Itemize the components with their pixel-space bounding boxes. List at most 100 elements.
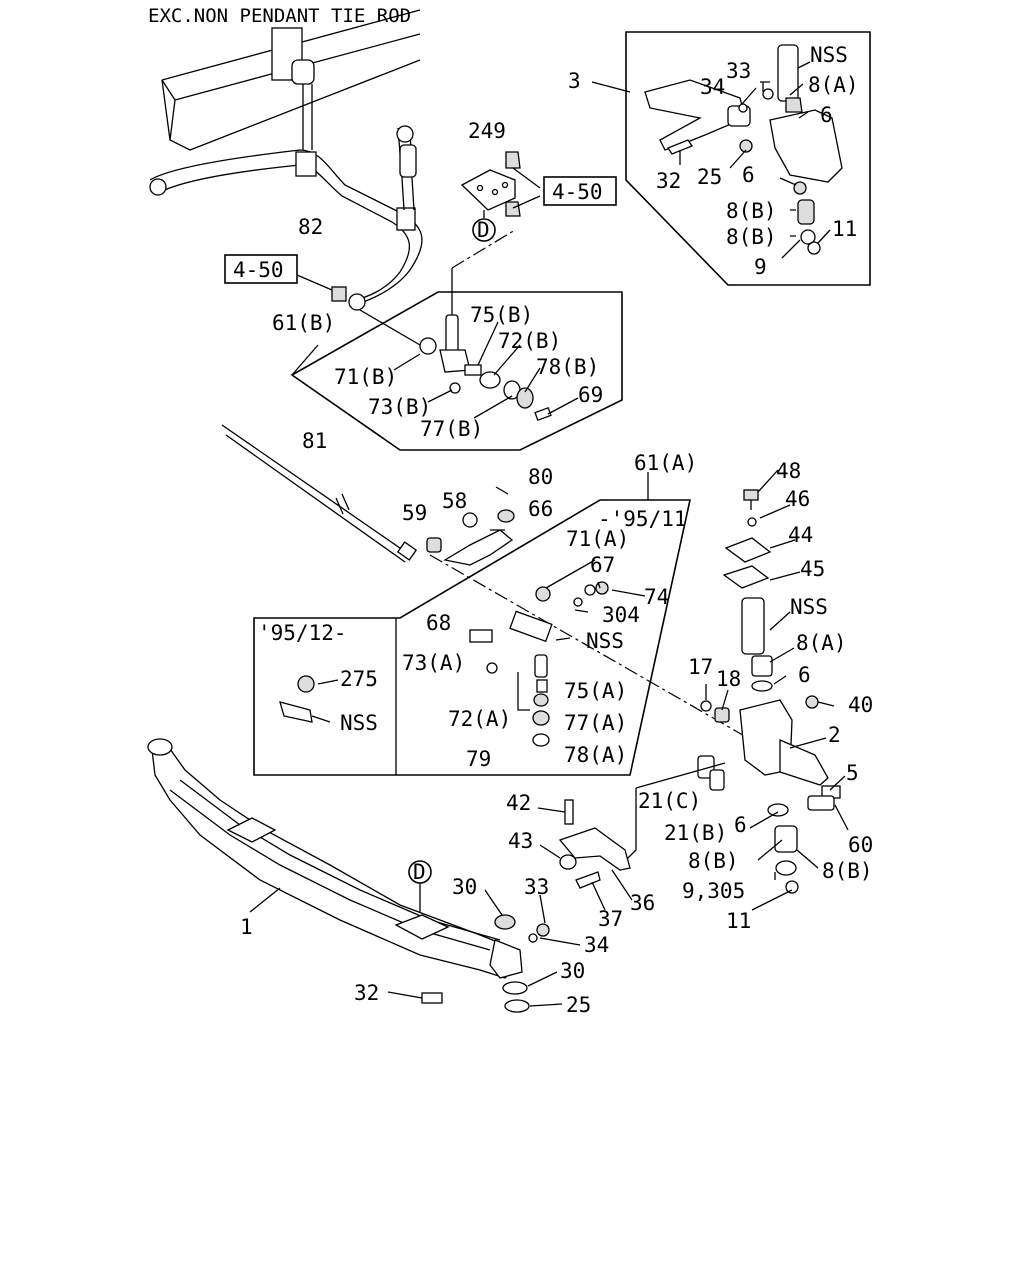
callout-79: 79 [466, 747, 491, 771]
tie-rod-arm [426, 486, 551, 602]
callout-8b: 8(B) [726, 225, 777, 249]
callout-75b: 75(B) [470, 303, 533, 327]
callout-6: 6 [734, 813, 747, 837]
callout-1: 1 [240, 915, 253, 939]
inset-date-upper: -'95/11 [598, 507, 687, 531]
bracket-249 [460, 151, 541, 218]
callout-33: 33 [524, 875, 549, 899]
callout-66: 66 [528, 497, 553, 521]
callout-25: 25 [697, 165, 722, 189]
callout-labels: 3 33 NSS 34 8(A) 6 32 25 6 8(B) 8(B) 11 … [240, 43, 873, 1017]
callout-36: 36 [630, 891, 655, 915]
callout-6: 6 [742, 163, 755, 187]
callout-8a: 8(A) [808, 73, 859, 97]
diagram-title: EXC.NON PENDANT TIE ROD [148, 5, 411, 27]
callout-32: 32 [354, 981, 379, 1005]
callout-11: 11 [832, 217, 857, 241]
callout-32: 32 [656, 169, 681, 193]
callout-58: 58 [442, 489, 467, 513]
callout-80: 80 [528, 465, 553, 489]
callout-48: 48 [776, 459, 801, 483]
callout-30: 30 [560, 959, 585, 983]
callout-275: 275 [340, 667, 378, 691]
callout-77b: 77(B) [420, 417, 483, 441]
callout-59: 59 [402, 501, 427, 525]
axle-beam [147, 738, 523, 979]
kingpin-stack [697, 489, 841, 894]
lower-parts [421, 914, 550, 1013]
callout-71a: 71(A) [566, 527, 629, 551]
callout-8b: 8(B) [688, 849, 739, 873]
ref-box-4-50-b [224, 254, 298, 284]
circle-mark-d-upper [472, 218, 496, 242]
callout-74: 74 [644, 585, 669, 609]
callout-304: 304 [602, 603, 640, 627]
callout-67: 67 [590, 553, 615, 577]
callout-72a: 72(A) [448, 707, 511, 731]
tie-rod-end-a-parts [279, 581, 609, 747]
callout-78b: 78(B) [536, 355, 599, 379]
circle-mark-d-lower-label: D [413, 860, 426, 884]
callout-21b: 21(B) [664, 821, 727, 845]
ref-box-4-50-a [543, 176, 617, 206]
callout-68: 68 [426, 611, 451, 635]
callout-43: 43 [508, 829, 533, 853]
callout-8a: 8(A) [796, 631, 847, 655]
circle-mark-d-upper-label: D [477, 218, 490, 242]
callout-25: 25 [566, 993, 591, 1017]
callout-71b: 71(B) [334, 365, 397, 389]
ref-label-b: 4-50 [233, 258, 284, 282]
callout-5: 5 [846, 761, 859, 785]
callout-249: 249 [468, 119, 506, 143]
frame-rail [161, 9, 421, 151]
knuckle-upper [644, 44, 843, 255]
callout-6: 6 [798, 663, 811, 687]
callout-69: 69 [578, 383, 603, 407]
callout-nss: NSS [340, 711, 378, 735]
callout-46: 46 [785, 487, 810, 511]
callout-17: 17 [688, 655, 713, 679]
callout-nss: NSS [586, 629, 624, 653]
callout-nss: NSS [790, 595, 828, 619]
callout-82: 82 [298, 215, 323, 239]
callout-73a: 73(A) [402, 651, 465, 675]
callout-33: 33 [726, 59, 751, 83]
callout-42: 42 [506, 791, 531, 815]
callout-8b: 8(B) [726, 199, 777, 223]
callout-11: 11 [726, 909, 751, 933]
callout-61b: 61(B) [272, 311, 335, 335]
kingpin-inset-box [625, 31, 871, 286]
callout-2: 2 [828, 723, 841, 747]
callout-40: 40 [848, 693, 873, 717]
tie-rod [221, 424, 761, 746]
callout-81: 81 [302, 429, 327, 453]
callout-34: 34 [700, 75, 725, 99]
callout-9: 9 [754, 255, 767, 279]
ref-label-a: 4-50 [552, 180, 603, 204]
callout-60: 60 [848, 833, 873, 857]
callout-78a: 78(A) [564, 743, 627, 767]
callout-9-305: 9,305 [682, 879, 745, 903]
callout-77a: 77(A) [564, 711, 627, 735]
stabilizer-bar [149, 125, 423, 311]
tie-rod-end-a-box [253, 499, 691, 776]
callout-72b: 72(B) [498, 329, 561, 353]
callout-61a: 61(A) [634, 451, 697, 475]
callout-73b: 73(B) [368, 395, 431, 419]
callout-44: 44 [788, 523, 813, 547]
callout-21c: 21(C) [638, 789, 701, 813]
steering-arm [558, 799, 631, 889]
callout-8b: 8(B) [822, 859, 873, 883]
callout-nss: NSS [810, 43, 848, 67]
callout-6: 6 [820, 103, 833, 127]
callout-75a: 75(A) [564, 679, 627, 703]
tie-rod-end-b-parts [359, 229, 552, 421]
callout-34: 34 [584, 933, 609, 957]
callout-45: 45 [800, 557, 825, 581]
callout-18: 18 [716, 667, 741, 691]
callout-37: 37 [598, 907, 623, 931]
callout-3: 3 [568, 69, 581, 93]
callout-30: 30 [452, 875, 477, 899]
inset-date-lower: '95/12- [258, 621, 347, 645]
